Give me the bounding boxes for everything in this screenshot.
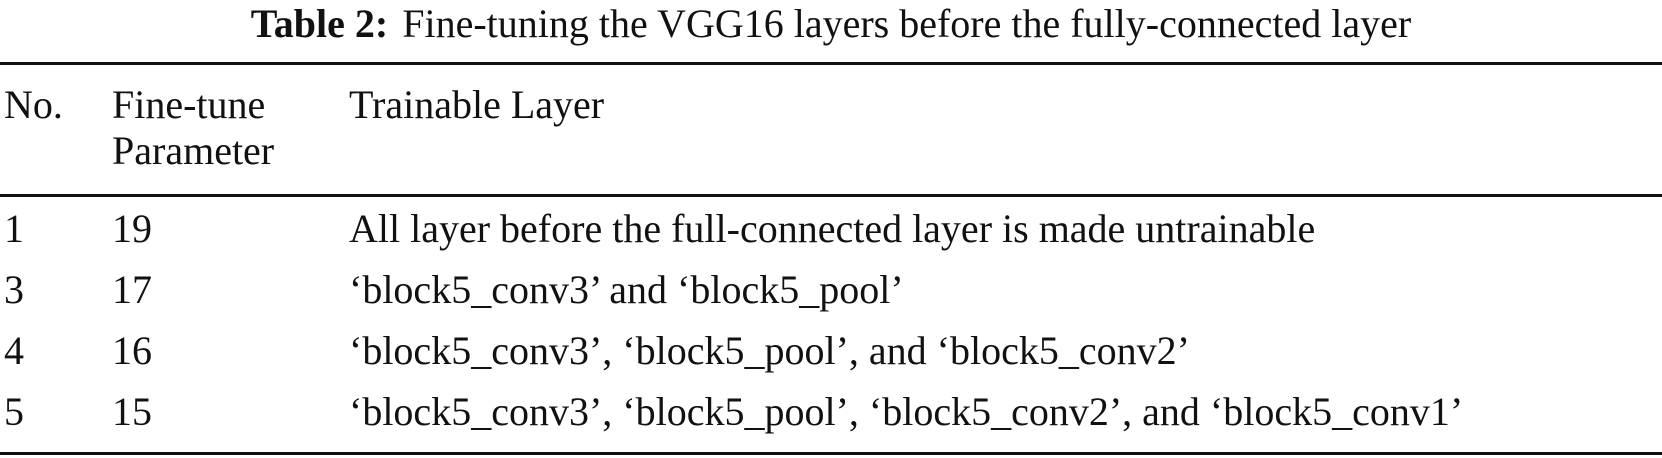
header-finetune-line2: Parameter (112, 128, 275, 173)
row-1-param: 19 (112, 206, 152, 251)
header-finetune-parameter: Fine-tune Parameter (112, 82, 274, 174)
table-bottom-rule (0, 452, 1662, 455)
row-4-no: 5 (4, 389, 24, 434)
row-3-param: 16 (112, 328, 152, 373)
row-2-no: 3 (4, 267, 24, 312)
header-finetune-line1: Fine-tune (112, 82, 266, 127)
row-3-layer: ‘block5_conv3’, ‘block5_pool’, and ‘bloc… (349, 328, 1190, 373)
row-3-no: 4 (4, 328, 24, 373)
caption-label: Table 2: (250, 1, 389, 46)
table-caption: Table 2: Fine-tuning the VGG16 layers bef… (0, 0, 1662, 56)
table-top-rule (0, 62, 1662, 65)
row-1-no: 1 (4, 206, 24, 251)
row-2-layer: ‘block5_conv3’ and ‘block5_pool’ (349, 267, 904, 312)
row-4-param: 15 (112, 389, 152, 434)
row-4-layer: ‘block5_conv3’, ‘block5_pool’, ‘block5_c… (349, 389, 1464, 434)
row-2-param: 17 (112, 267, 152, 312)
header-trainable-layer: Trainable Layer (349, 82, 605, 127)
row-1-layer: All layer before the full-connected laye… (349, 206, 1316, 251)
table-header-rule (0, 194, 1662, 197)
caption-text: Fine-tuning the VGG16 layers before the … (402, 1, 1412, 46)
header-no: No. (4, 82, 63, 127)
